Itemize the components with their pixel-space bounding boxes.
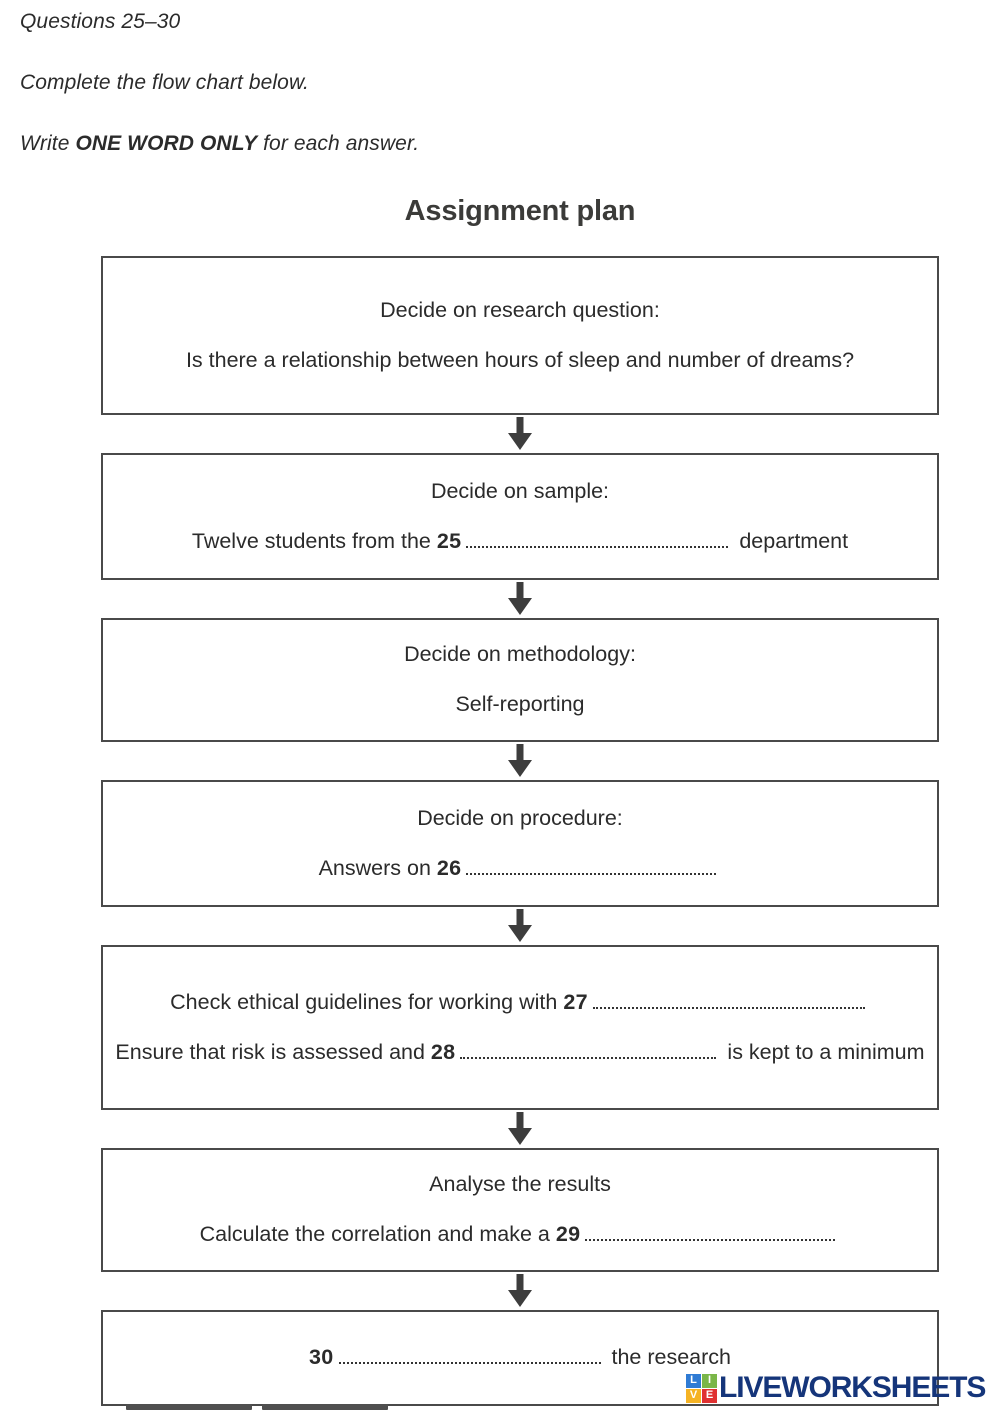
- answer-blank-28[interactable]: [460, 1040, 717, 1059]
- blank-text-after: is kept to a minimum: [721, 1039, 925, 1064]
- answer-rule-instruction: Write ONE WORD ONLY for each answer.: [20, 132, 419, 156]
- question-number-26: 26: [436, 855, 462, 880]
- questions-range-label: Questions 25–30: [20, 10, 181, 33]
- box-blank-line: Ensure that risk is assessed and 28 is k…: [115, 1039, 925, 1067]
- question-number-30: 30: [309, 1345, 334, 1370]
- logo-tile-v: V: [686, 1388, 701, 1403]
- question-number-27: 27: [563, 989, 588, 1014]
- box-text-line: Decide on methodology:: [404, 642, 636, 667]
- box-research-question: Decide on research question: Is there a r…: [101, 256, 939, 415]
- task-instruction-label: Complete the flow chart below.: [20, 71, 309, 94]
- question-number-29: 29: [555, 1222, 581, 1246]
- box-procedure: Decide on procedure: Answers on 26: [101, 780, 939, 907]
- box-text-line: Self-reporting: [455, 692, 585, 716]
- question-number-28: 28: [430, 1039, 456, 1064]
- answer-rule-prefix: Write: [20, 132, 76, 155]
- answer-rule-suffix: for each answer.: [257, 132, 420, 155]
- blank-text-before: Answers on: [318, 855, 437, 880]
- logo-tile-l: L: [686, 1373, 701, 1388]
- box-final: 30 the research: [101, 1310, 939, 1406]
- box-text-line: Decide on research question:: [380, 297, 660, 322]
- box-methodology: Decide on methodology: Self-reporting: [101, 618, 939, 742]
- box-blank-line: Check ethical guidelines for working wit…: [115, 989, 925, 1017]
- blank-text-after: the research: [605, 1345, 731, 1370]
- box-text-line: Decide on sample:: [430, 478, 610, 503]
- box-text-line: Is there a relationship between hours of…: [185, 347, 855, 372]
- flow-chart: Decide on research question: Is there a r…: [101, 256, 939, 1406]
- answer-blank-27[interactable]: [592, 991, 865, 1009]
- blank-text-before: Check ethical guidelines for working wit…: [170, 989, 564, 1014]
- question-number-25: 25: [436, 528, 462, 553]
- blank-text-after: department: [733, 528, 849, 553]
- flow-connector-arrow-icon: [101, 415, 939, 453]
- box-ethics: Check ethical guidelines for working wit…: [101, 945, 939, 1110]
- blank-text-before: Calculate the correlation and make a: [199, 1222, 556, 1246]
- box-sample: Decide on sample: Twelve students from th…: [101, 453, 939, 580]
- flow-connector-arrow-icon: [101, 742, 939, 780]
- box-text-line: Decide on procedure:: [417, 805, 623, 830]
- logo-tile-i: I: [702, 1373, 717, 1388]
- answer-blank-29[interactable]: [585, 1223, 836, 1241]
- box-blank-line: Calculate the correlation and make a 29: [115, 1221, 925, 1249]
- liveworksheets-wordmark: LIVEWORKSHEETS: [719, 1371, 986, 1404]
- flow-connector-arrow-icon: [101, 1110, 939, 1148]
- answer-blank-30[interactable]: [338, 1346, 601, 1365]
- box-blank-line: 30 the research: [115, 1344, 925, 1372]
- logo-tile-e: E: [702, 1388, 717, 1403]
- answer-rule-emphasis: ONE WORD ONLY: [75, 132, 258, 155]
- bottom-button-left[interactable]: [126, 1404, 252, 1410]
- box-blank-line: Answers on 26: [115, 855, 925, 883]
- answer-blank-26[interactable]: [466, 856, 717, 875]
- bottom-button-right[interactable]: [262, 1404, 388, 1410]
- blank-text-before: Twelve students from the: [191, 528, 437, 553]
- box-text-line: Analyse the results: [429, 1172, 611, 1197]
- page-title: Assignment plan: [404, 195, 636, 227]
- flow-connector-arrow-icon: [101, 1272, 939, 1310]
- blank-text-before: Ensure that risk is assessed and: [115, 1039, 431, 1064]
- box-blank-line: Twelve students from the 25 department: [115, 528, 925, 556]
- flow-connector-arrow-icon: [101, 907, 939, 945]
- answer-blank-25[interactable]: [466, 529, 729, 548]
- flow-connector-arrow-icon: [101, 580, 939, 618]
